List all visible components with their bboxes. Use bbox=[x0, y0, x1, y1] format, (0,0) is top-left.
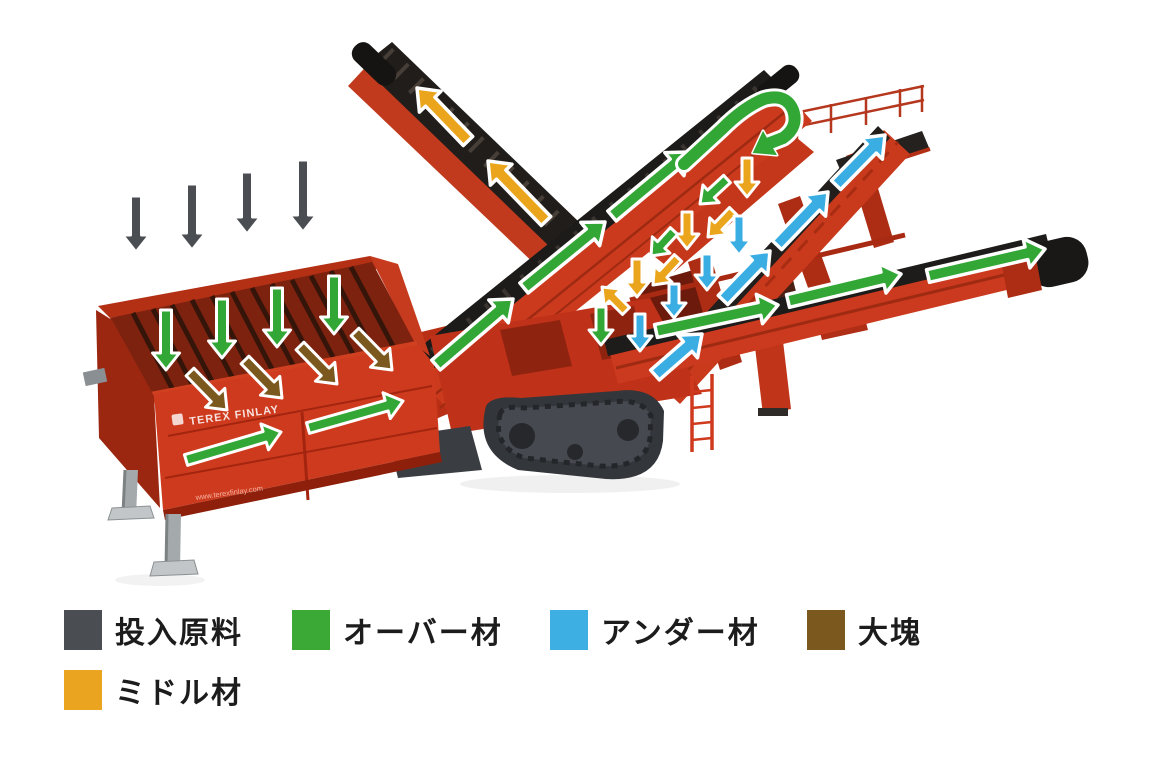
flow-arrow-middle bbox=[600, 285, 631, 316]
support-legs bbox=[107, 469, 199, 577]
flow-arrow-over bbox=[430, 297, 515, 372]
flow-arrow-over bbox=[207, 297, 237, 360]
flow-arrow-over bbox=[698, 173, 732, 206]
railing-rails bbox=[794, 84, 925, 129]
flow-arrow-middle bbox=[651, 253, 684, 287]
flow-arrow-under bbox=[725, 214, 753, 257]
flow-arrow-under bbox=[660, 282, 688, 320]
flow-arrow-middle bbox=[486, 159, 553, 228]
flow-arrow-under bbox=[716, 249, 772, 307]
flow-arrow-over bbox=[518, 220, 607, 295]
flow-arrow-middle bbox=[623, 257, 651, 299]
ground-shadow bbox=[115, 574, 205, 586]
flow-arrow-over-uturn bbox=[678, 91, 801, 170]
flow-arrow-middle bbox=[733, 156, 761, 199]
flow-arrow-over bbox=[262, 286, 292, 349]
brand-logo-mark bbox=[171, 413, 184, 426]
flow-arrow-over bbox=[587, 305, 615, 347]
flow-arrow-over bbox=[784, 262, 903, 310]
flow-arrows-layer bbox=[121, 86, 1047, 467]
outrigger-leg bbox=[755, 341, 791, 415]
flow-arrow-input bbox=[232, 170, 262, 236]
flow-arrow-large bbox=[239, 354, 284, 400]
flow-arrow-over bbox=[182, 422, 283, 467]
access-ladder bbox=[690, 374, 714, 452]
flow-arrow-large bbox=[349, 326, 394, 372]
flow-arrow-under bbox=[693, 252, 721, 292]
flow-arrow-over bbox=[652, 292, 780, 340]
flow-arrow-input bbox=[288, 158, 318, 234]
flow-arrow-under bbox=[829, 133, 887, 192]
hopper-front-panel bbox=[154, 345, 440, 510]
flow-arrow-input bbox=[121, 194, 151, 254]
flow-arrow-over bbox=[305, 391, 405, 435]
flow-arrow-over bbox=[151, 308, 181, 372]
flow-arrow-large bbox=[294, 340, 339, 386]
side-conveyor-head-drum bbox=[351, 42, 397, 86]
flow-arrow-over bbox=[649, 226, 680, 258]
flow-arrow-over bbox=[319, 274, 349, 336]
flow-arrow-over bbox=[924, 236, 1047, 285]
flow-arrow-under bbox=[770, 190, 830, 252]
flow-arrow-large bbox=[184, 366, 229, 412]
ground-shadow bbox=[460, 475, 680, 493]
flow-arrow-under bbox=[626, 312, 654, 353]
flow-arrow-under bbox=[648, 332, 704, 382]
flow-arrow-input bbox=[177, 182, 207, 252]
flow-arrow-middle bbox=[415, 86, 475, 148]
flow-arrow-middle bbox=[673, 210, 701, 251]
